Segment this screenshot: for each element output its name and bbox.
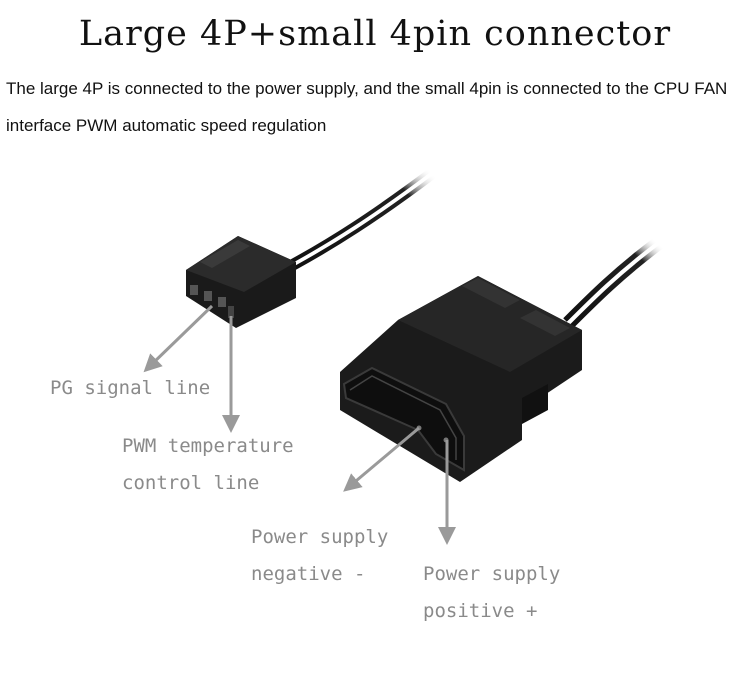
positive-label-line1: Power supply bbox=[423, 563, 561, 585]
description-text: The large 4P is connected to the power s… bbox=[6, 79, 728, 135]
pg-signal-label: PG signal line bbox=[50, 377, 211, 399]
negative-arrow bbox=[343, 426, 420, 492]
callout-arrows bbox=[143, 304, 456, 545]
large-4p-connector bbox=[340, 276, 582, 482]
small-4pin-connector bbox=[186, 236, 296, 328]
page-title: Large 4P+small 4pin connector bbox=[78, 14, 672, 54]
pg-signal-arrow bbox=[143, 304, 214, 373]
small-connector-wires bbox=[289, 168, 437, 270]
pwm-label-line1: PWM temperature bbox=[122, 435, 294, 457]
large-connector-wires bbox=[563, 238, 664, 328]
pwm-label-line2: control line bbox=[122, 472, 260, 494]
negative-label-line1: Power supply bbox=[251, 526, 389, 548]
negative-label-line2: negative - bbox=[251, 563, 366, 585]
positive-label-line2: positive + bbox=[423, 600, 538, 622]
